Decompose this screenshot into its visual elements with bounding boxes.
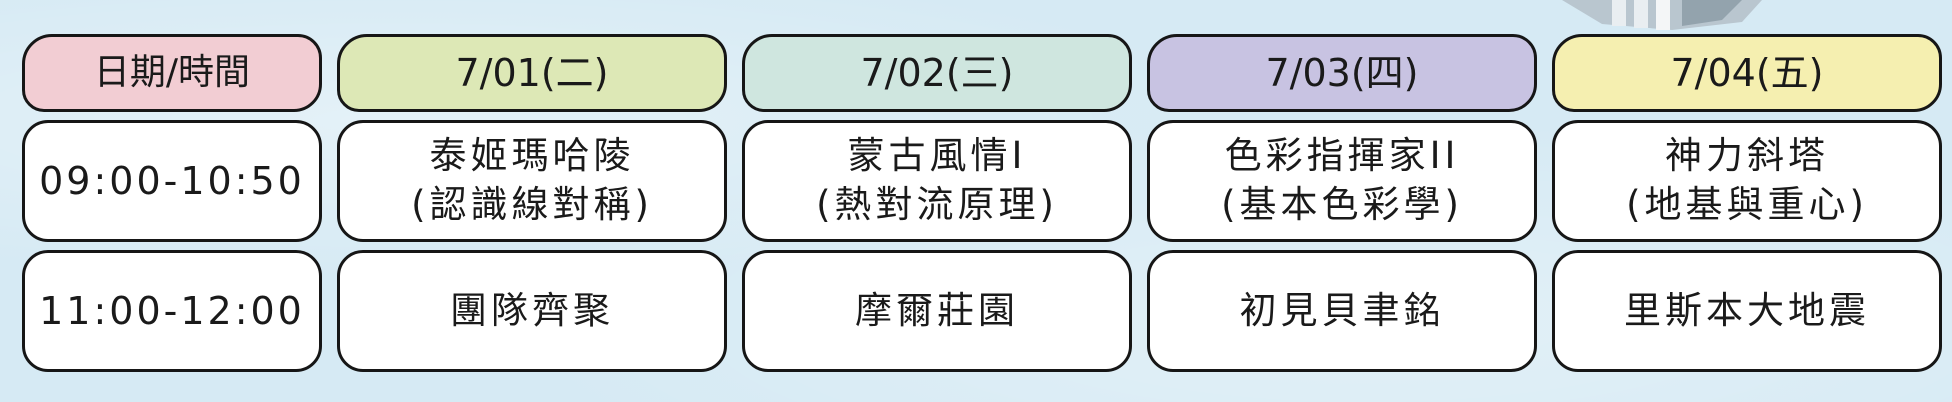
header-day-3: 7/03(四)	[1147, 34, 1537, 112]
session-subtitle: (地基與重心)	[1626, 183, 1868, 226]
schedule-table: 日期/時間 7/01(二) 7/02(三) 7/03(四) 7/04(五) 09…	[22, 34, 1942, 372]
session-title: 色彩指揮家II	[1224, 134, 1460, 178]
session-cell: 泰姬瑪哈陵 (認識線對稱)	[337, 120, 727, 242]
session-cell: 團隊齊聚	[337, 250, 727, 372]
header-day-4: 7/04(五)	[1552, 34, 1942, 112]
session-cell: 摩爾莊園	[742, 250, 1132, 372]
session-cell: 蒙古風情I (熱對流原理)	[742, 120, 1132, 242]
header-date-time: 日期/時間	[22, 34, 322, 112]
session-subtitle: (認識線對稱)	[411, 183, 653, 226]
session-subtitle: (熱對流原理)	[816, 183, 1058, 226]
session-title: 摩爾莊園	[855, 288, 1019, 332]
time-slot-1: 09:00-10:50	[22, 120, 322, 242]
session-cell: 里斯本大地震	[1552, 250, 1942, 372]
session-title: 蒙古風情I	[847, 134, 1027, 178]
session-cell: 色彩指揮家II (基本色彩學)	[1147, 120, 1537, 242]
header-day-1: 7/01(二)	[337, 34, 727, 112]
session-title: 團隊齊聚	[450, 288, 614, 332]
session-title: 初見貝聿銘	[1239, 288, 1445, 332]
session-cell: 初見貝聿銘	[1147, 250, 1537, 372]
session-subtitle: (基本色彩學)	[1221, 183, 1463, 226]
session-title: 神力斜塔	[1665, 134, 1829, 178]
session-cell: 神力斜塔 (地基與重心)	[1552, 120, 1942, 242]
time-slot-2: 11:00-12:00	[22, 250, 322, 372]
session-title: 泰姬瑪哈陵	[429, 134, 635, 178]
session-title: 里斯本大地震	[1624, 288, 1870, 332]
header-day-2: 7/02(三)	[742, 34, 1132, 112]
building-illustration	[1562, 0, 1762, 30]
